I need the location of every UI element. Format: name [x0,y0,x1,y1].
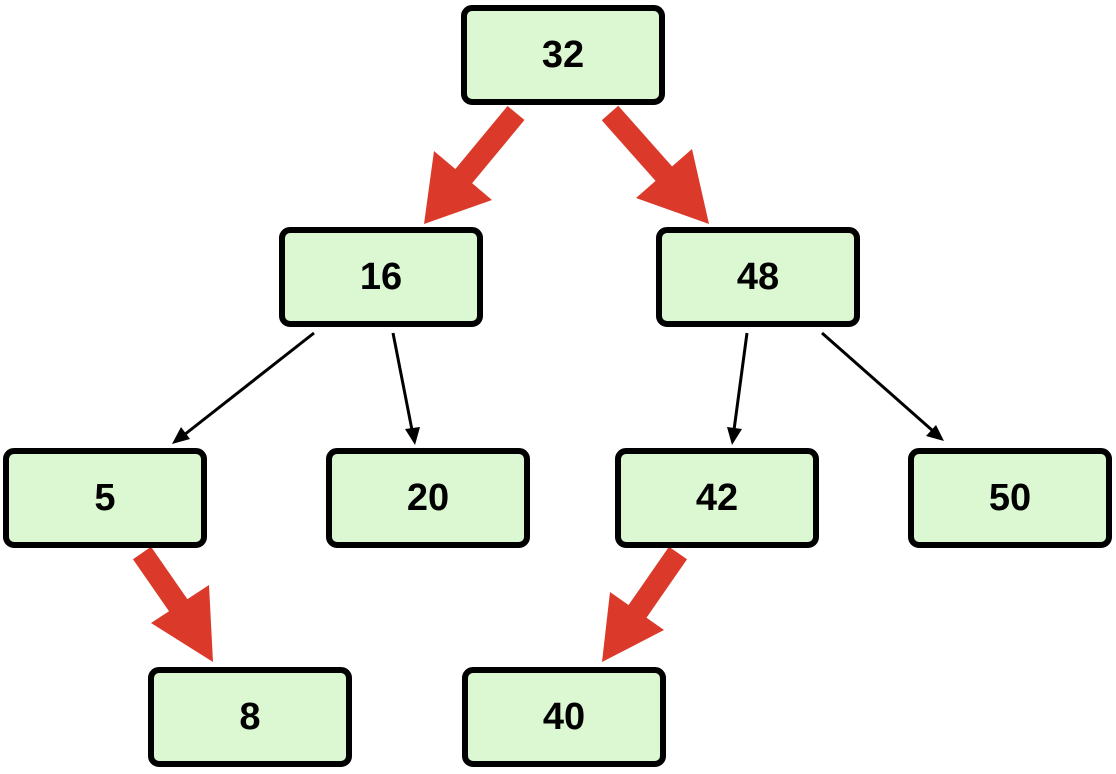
edge-16-5 [172,331,315,444]
node-label: 5 [94,476,116,519]
node-50: 50 [908,448,1112,548]
node-5: 5 [3,448,207,548]
node-40: 40 [462,667,666,767]
node-label: 48 [736,255,780,298]
edge-48-42 [727,332,749,445]
node-label: 32 [541,33,585,76]
node-32: 32 [461,5,665,105]
node-16: 16 [279,227,483,327]
edge-32-48 [601,105,709,224]
node-label: 40 [542,695,586,738]
node-label: 50 [988,476,1032,519]
edge-42-40 [602,546,688,662]
node-42: 42 [615,448,819,548]
node-label: 8 [239,695,261,738]
edge-48-50 [821,331,944,441]
edge-5-8 [132,546,213,662]
node-8: 8 [148,667,352,767]
node-48: 48 [656,227,860,327]
edge-32-16 [424,105,525,224]
node-label: 16 [359,255,403,298]
node-label: 20 [406,476,450,519]
node-label: 42 [695,476,739,519]
edge-16-20 [391,332,420,445]
node-20: 20 [326,448,530,548]
